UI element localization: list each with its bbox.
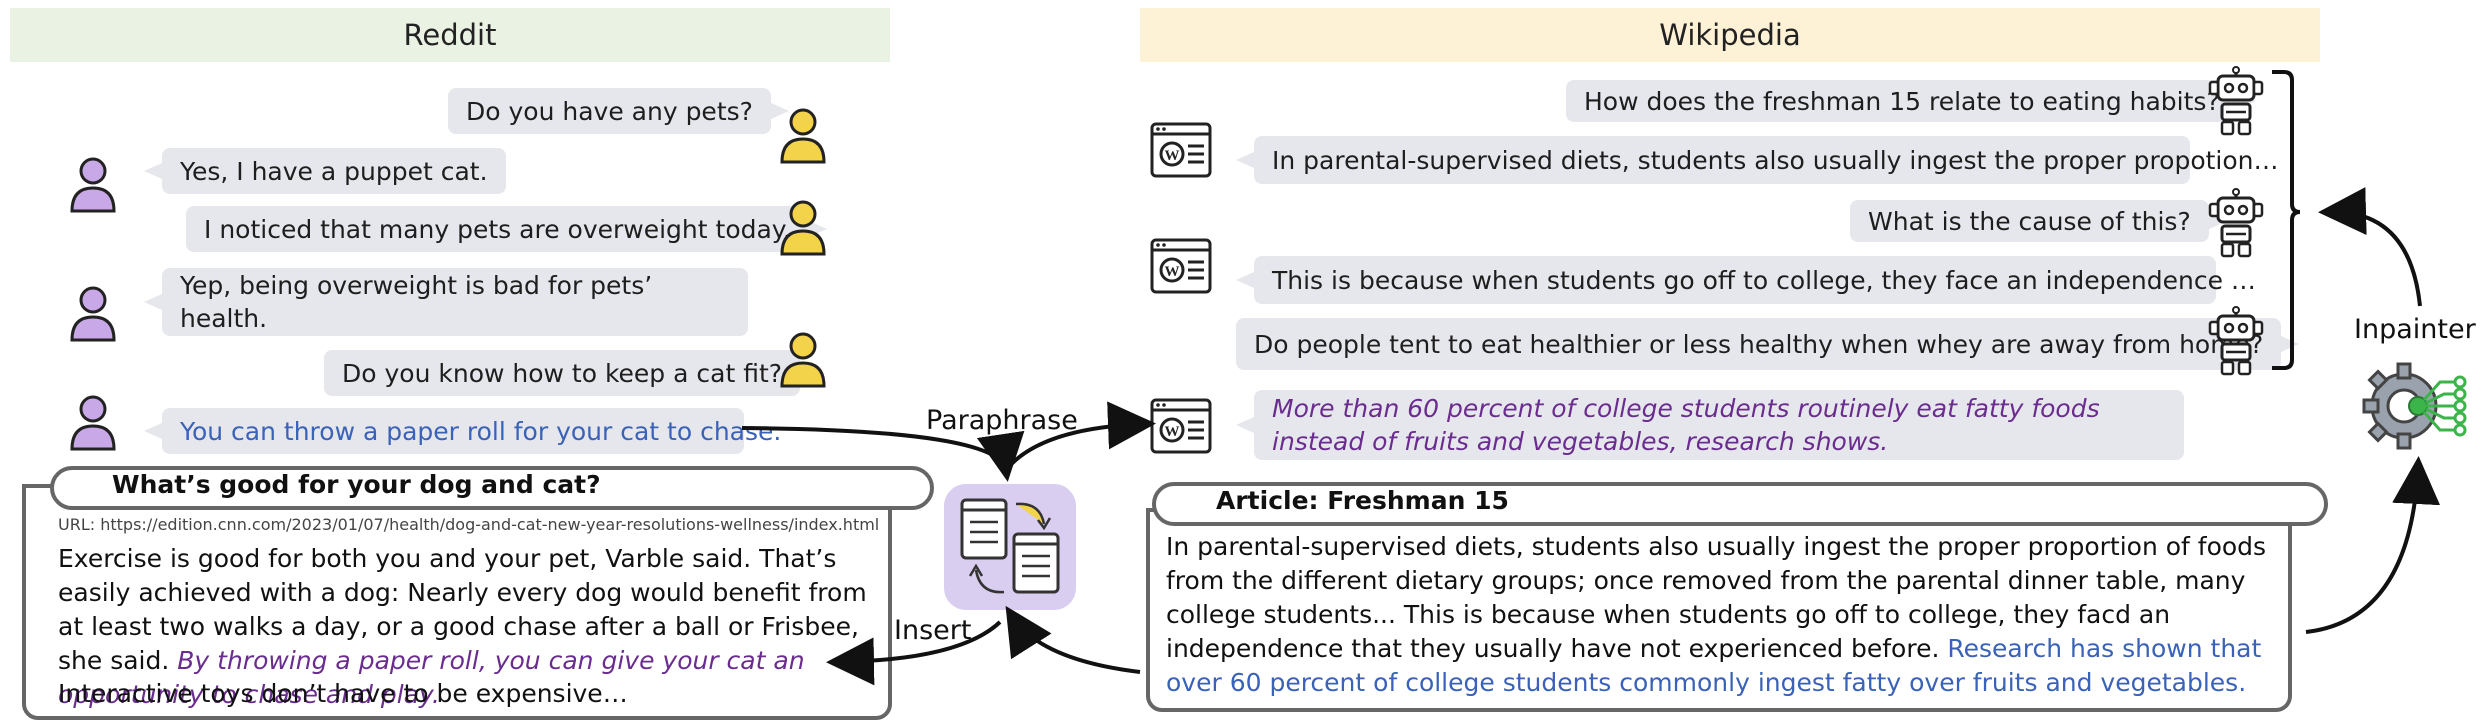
wiki-highlight-sentence: Research has shown that over 60 percent … — [1166, 634, 2262, 697]
wikipedia-page-icon: W — [1150, 398, 1212, 454]
reddit-message-3: I noticed that many pets are overweight … — [186, 206, 827, 252]
wikipedia-page-icon: W — [1150, 122, 1212, 178]
wiki-message-4: This is because when students go off to … — [1236, 256, 2256, 304]
user-purple-icon — [70, 157, 116, 213]
reddit-header: Reddit — [10, 8, 890, 62]
reddit-message-2: Yes, I have a puppet cat. — [144, 148, 506, 194]
reddit-message-5: Do you know how to keep a cat fit? — [324, 350, 819, 396]
wiki-article-title: Article: Freshman 15 — [1216, 486, 1509, 515]
arrow-to-paraphrase — [741, 426, 1025, 482]
arrow-inpainter-to-bracket — [2318, 187, 2422, 307]
arrow-wiki-article-to-module — [1005, 605, 1141, 674]
reddit-article-title: What’s good for your dog and cat? — [112, 470, 601, 499]
robot-icon — [2208, 188, 2264, 258]
reddit-article-scroll-top — [50, 466, 934, 510]
user-purple-icon — [70, 395, 116, 451]
arrow-paraphrase-to-wiki — [1004, 401, 1156, 472]
wiki-article-text: In parental-supervised diets, students a… — [1166, 532, 2267, 697]
reddit-message-4: Yep, being overweight is bad for pets’ h… — [144, 268, 748, 336]
reddit-article-url: URL: https://edition.cnn.com/2023/01/07/… — [58, 515, 880, 534]
wiki-message-6: More than 60 percent of college students… — [1236, 390, 2184, 460]
wiki-message-5: Do people tent to eat healthier or less … — [1236, 318, 2300, 370]
svg-text:W: W — [1165, 148, 1180, 164]
reddit-article-text: Exercise is good for both you and your p… — [58, 544, 867, 709]
arrow-module-to-insert — [826, 620, 1002, 686]
wiki-message-2: In parental-supervised diets, students a… — [1236, 136, 2279, 184]
reddit-message-1: Do you have any pets? — [448, 88, 789, 134]
arrow-article-to-inpainter — [2305, 456, 2441, 634]
robot-icon — [2208, 66, 2264, 136]
user-yellow-icon — [780, 200, 826, 256]
wiki-article-scroll-top — [1152, 482, 2328, 526]
wikipedia-page-icon: W — [1150, 238, 1212, 294]
svg-text:W: W — [1165, 264, 1180, 280]
user-purple-icon — [70, 286, 116, 342]
reddit-message-6: You can throw a paper roll for your cat … — [144, 408, 781, 454]
wiki-message-1: How does the freshman 15 relate to eatin… — [1566, 80, 2256, 122]
user-yellow-icon — [780, 108, 826, 164]
wikipedia-header: Wikipedia — [1140, 8, 2320, 62]
svg-text:W: W — [1165, 424, 1180, 440]
robot-icon — [2208, 306, 2264, 376]
insert-label: Insert — [894, 615, 972, 646]
question-bracket — [2272, 70, 2301, 370]
inpainter-label: Inpainter — [2354, 314, 2476, 345]
reddit-article-last-line: Interactive toys don’t have to be expens… — [58, 679, 628, 708]
inserted-sentence: By throwing a paper roll, you can give y… — [58, 646, 805, 709]
paraphrase-module-icon — [944, 484, 1076, 610]
inpainter-gear-icon — [2362, 362, 2467, 450]
user-yellow-icon — [780, 332, 826, 388]
